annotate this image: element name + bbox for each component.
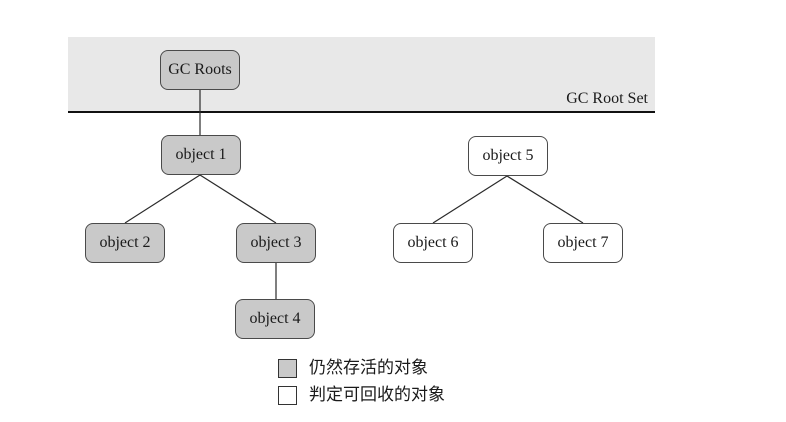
edge-object5-object6: [432, 175, 508, 224]
node-object-2: object 2: [85, 223, 165, 263]
legend-alive-label: 仍然存活的对象: [309, 358, 428, 377]
node-gc-roots: GC Roots: [160, 50, 240, 90]
node-object-7: object 7: [543, 223, 623, 263]
legend-alive-swatch: [278, 358, 297, 378]
legend-row-reclaimable: 判定可回收的对象: [278, 384, 445, 406]
legend: 仍然存活的对象 判定可回收的对象: [278, 357, 445, 406]
edge-object1-object2: [124, 174, 201, 224]
node-object-5: object 5: [468, 136, 548, 176]
node-object-1: object 1: [161, 135, 241, 175]
legend-reclaimable-label: 判定可回收的对象: [309, 385, 445, 404]
gc-root-set-label: GC Root Set: [566, 90, 648, 107]
legend-reclaimable-swatch: [278, 385, 297, 405]
node-object-3: object 3: [236, 223, 316, 263]
node-object-6: object 6: [393, 223, 473, 263]
node-object-4: object 4: [235, 299, 315, 339]
edge-object5-object7: [506, 175, 584, 224]
legend-row-alive: 仍然存活的对象: [278, 357, 445, 379]
edge-object1-object3: [199, 174, 277, 224]
